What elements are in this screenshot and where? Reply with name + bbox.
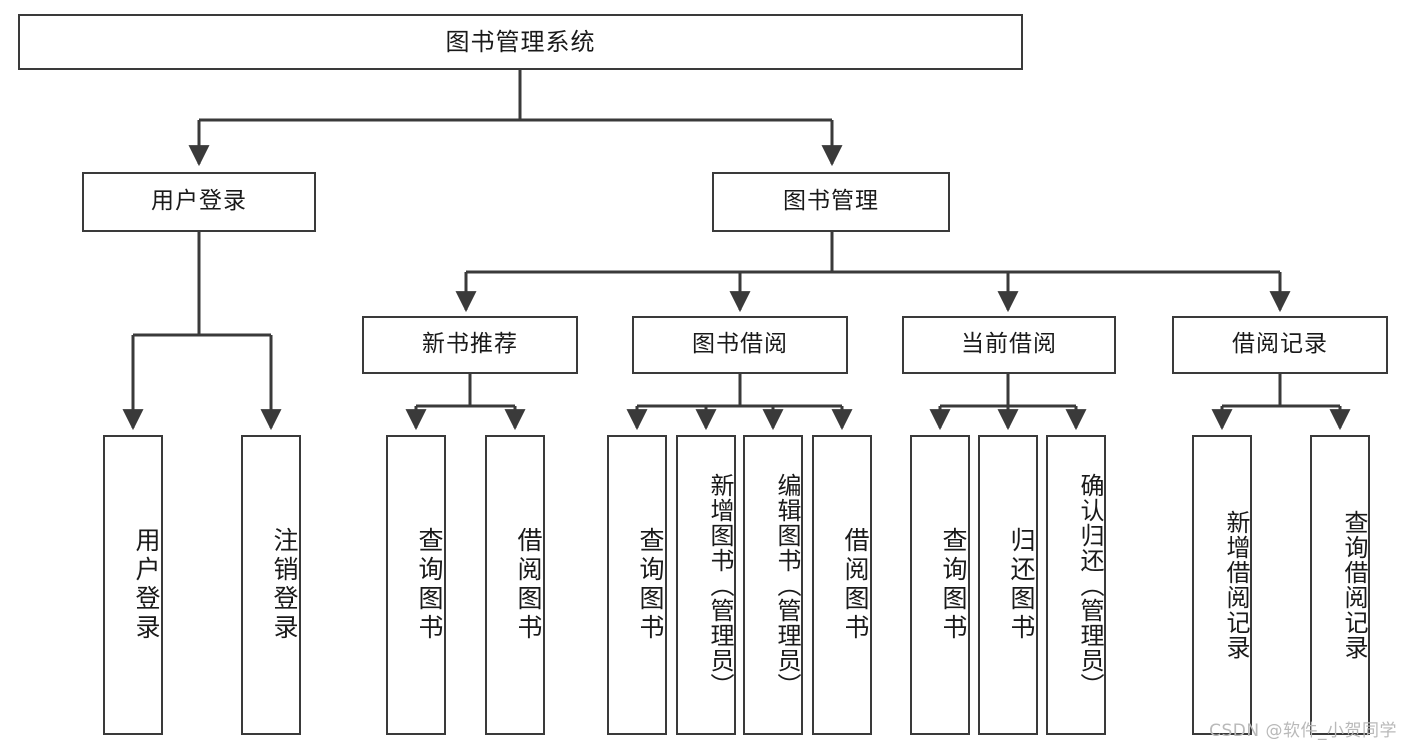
node-label: 图书管理系统	[445, 27, 596, 56]
node-book-management[interactable]: 图书管理	[712, 172, 950, 232]
csdn-watermark: CSDN @软件_小贺同学	[1209, 721, 1397, 741]
node-label: 归还图书	[1007, 527, 1036, 643]
node-label: 借阅图书	[841, 527, 870, 643]
node-label: 编辑图书（管理员）	[773, 472, 801, 698]
leaf-add-borrow-record[interactable]: 新增借阅记录	[1192, 435, 1252, 735]
leaf-return-book[interactable]: 归还图书	[978, 435, 1038, 735]
node-label: 查询图书	[939, 527, 968, 643]
leaf-query-book-recommend[interactable]: 查询图书	[386, 435, 446, 735]
node-label: 借阅图书	[514, 527, 543, 643]
leaf-borrow-book-borrow[interactable]: 借阅图书	[812, 435, 872, 735]
node-user-login[interactable]: 用户登录	[82, 172, 316, 232]
node-label: 图书管理	[783, 188, 879, 215]
leaf-borrow-book-recommend[interactable]: 借阅图书	[485, 435, 545, 735]
node-label: 当前借阅	[961, 331, 1057, 358]
node-label: 新增借阅记录	[1222, 510, 1250, 660]
leaf-confirm-return-admin[interactable]: 确认归还（管理员）	[1046, 435, 1106, 735]
leaf-query-borrow-record[interactable]: 查询借阅记录	[1310, 435, 1370, 735]
leaf-user-login[interactable]: 用户登录	[103, 435, 163, 735]
node-borrow-record[interactable]: 借阅记录	[1172, 316, 1388, 374]
node-label: 确认归还（管理员）	[1076, 472, 1104, 698]
node-new-book-recommend[interactable]: 新书推荐	[362, 316, 578, 374]
leaf-add-book-admin[interactable]: 新增图书（管理员）	[676, 435, 736, 735]
leaf-logout-login[interactable]: 注销登录	[241, 435, 301, 735]
leaf-edit-book-admin[interactable]: 编辑图书（管理员）	[743, 435, 803, 735]
node-current-borrow[interactable]: 当前借阅	[902, 316, 1116, 374]
node-book-borrow[interactable]: 图书借阅	[632, 316, 848, 374]
node-label: 查询图书	[636, 527, 665, 643]
node-label: 用户登录	[132, 527, 161, 643]
leaf-query-book-borrow[interactable]: 查询图书	[607, 435, 667, 735]
node-label: 新增图书（管理员）	[706, 472, 734, 698]
node-label: 查询借阅记录	[1340, 510, 1368, 660]
node-label: 新书推荐	[422, 331, 518, 358]
node-label: 注销登录	[270, 527, 299, 643]
node-label: 查询图书	[415, 527, 444, 643]
leaf-query-book-current[interactable]: 查询图书	[910, 435, 970, 735]
node-label: 借阅记录	[1232, 331, 1328, 358]
node-label: 图书借阅	[692, 331, 788, 358]
node-root-book-management-system[interactable]: 图书管理系统	[18, 14, 1023, 70]
node-label: 用户登录	[151, 188, 247, 215]
